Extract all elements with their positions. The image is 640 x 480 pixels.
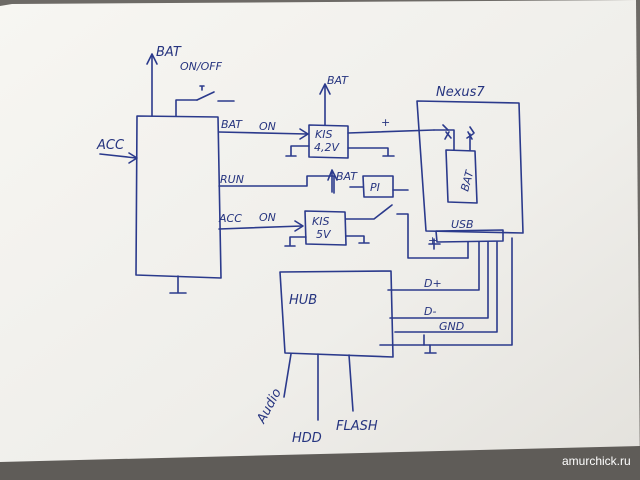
watermark: amurchick.ru xyxy=(562,454,631,468)
bat-reg1-label: BAT xyxy=(327,74,349,87)
background-strip xyxy=(0,446,640,480)
on1-label: ON xyxy=(259,120,276,133)
onoff-switch xyxy=(175,85,235,117)
hub-box xyxy=(279,270,394,358)
d-plus-label: D+ xyxy=(424,277,442,290)
acc-line-label: ACC xyxy=(218,212,242,225)
flash-label: FLASH xyxy=(336,419,378,434)
bat-reg2-label: BAT xyxy=(336,170,358,183)
bat-top-label: BAT xyxy=(156,45,182,60)
kis1-right-ground xyxy=(347,147,395,157)
bat-top-arrow xyxy=(146,53,158,117)
plus2-label: + xyxy=(428,234,437,247)
run-line xyxy=(218,175,335,194)
run-label: RUN xyxy=(220,173,244,186)
output-switch xyxy=(345,204,393,220)
on2-label: ON xyxy=(259,211,276,224)
bat-line xyxy=(218,131,308,135)
internal-bat-label: BAT xyxy=(458,168,476,193)
controller-box xyxy=(135,115,222,279)
audio-line xyxy=(283,353,292,398)
pi-box xyxy=(362,175,394,198)
usb-label: USB xyxy=(451,218,474,231)
kis1-left-ground xyxy=(285,145,310,157)
d-minus-label: D- xyxy=(424,305,436,318)
acc-line xyxy=(218,225,303,230)
kis2-voltage-label: 5V xyxy=(316,228,332,241)
hub-label: HUB xyxy=(289,293,317,308)
kis1-label: KIS xyxy=(315,128,332,141)
nexus7-label: Nexus7 xyxy=(436,85,485,100)
hdd-label: HDD xyxy=(292,431,322,446)
kis2-label: KIS xyxy=(312,215,329,228)
plus-label: + xyxy=(381,116,390,129)
internal-battery xyxy=(445,149,478,204)
acc-input-label: ACC xyxy=(96,138,125,153)
bat-line-label: BAT xyxy=(221,118,243,131)
kis1-voltage-label: 4,2V xyxy=(314,141,340,154)
gnd-label: GND xyxy=(439,320,464,333)
usb-connector xyxy=(435,229,504,243)
nexus7-box xyxy=(416,100,524,234)
pi-label: PI xyxy=(370,181,380,194)
controller-ground xyxy=(169,275,187,294)
onoff-label: ON/OFF xyxy=(180,60,223,73)
flash-line xyxy=(348,354,354,412)
kis-5v-regulator xyxy=(304,210,347,246)
